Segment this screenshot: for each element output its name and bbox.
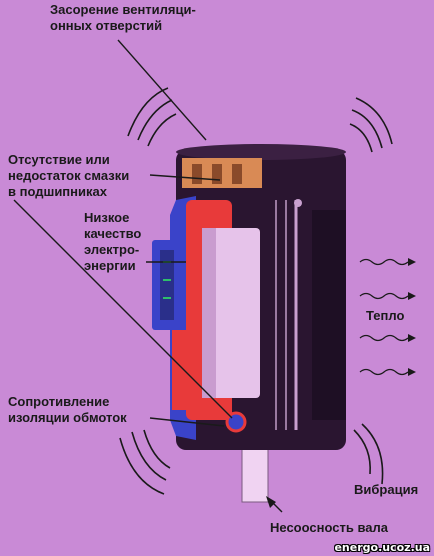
label-lube-line-1: Отсутствие или <box>8 152 110 167</box>
label-vibration: Вибрация <box>354 482 419 497</box>
label-vent-blockage: Засорение вентиляци- онных отверстий <box>50 2 196 34</box>
label-vent-line-1: Засорение вентиляци- <box>50 2 196 17</box>
label-insulation-line-1: Сопротивление <box>8 394 110 409</box>
label-power-line-2: качество <box>84 226 142 241</box>
label-power-line-3: электро- <box>84 242 140 257</box>
label-insulation: Сопротивление изоляции обмоток <box>8 394 127 426</box>
label-power-line-4: энергии <box>84 258 136 273</box>
shaft-arrow-head <box>266 496 276 508</box>
label-lube-line-2: недостаток смазки <box>8 168 130 183</box>
label-lubrication: Отсутствие или недостаток смазки в подши… <box>8 152 129 200</box>
rotor <box>202 228 260 398</box>
label-lube-line-3: в подшипниках <box>8 184 107 199</box>
label-vent-line-2: онных отверстий <box>50 18 163 33</box>
vibration-arcs <box>119 87 393 495</box>
terminal-box <box>152 240 182 330</box>
label-insulation-line-2: изоляции обмоток <box>8 410 127 425</box>
label-heat: Тепло <box>366 308 405 323</box>
fan-cover <box>182 158 262 188</box>
heat-arrow-heads <box>408 258 416 376</box>
rotor-shade <box>202 228 216 398</box>
watermark: energo.ucoz.ua <box>334 541 430 554</box>
label-shaft-misalignment: Несоосность вала <box>270 520 388 535</box>
label-power-line-1: Низкое <box>84 210 130 225</box>
label-power-quality: Низкое качество электро- энергии <box>84 210 141 274</box>
heat-waves <box>359 258 409 376</box>
